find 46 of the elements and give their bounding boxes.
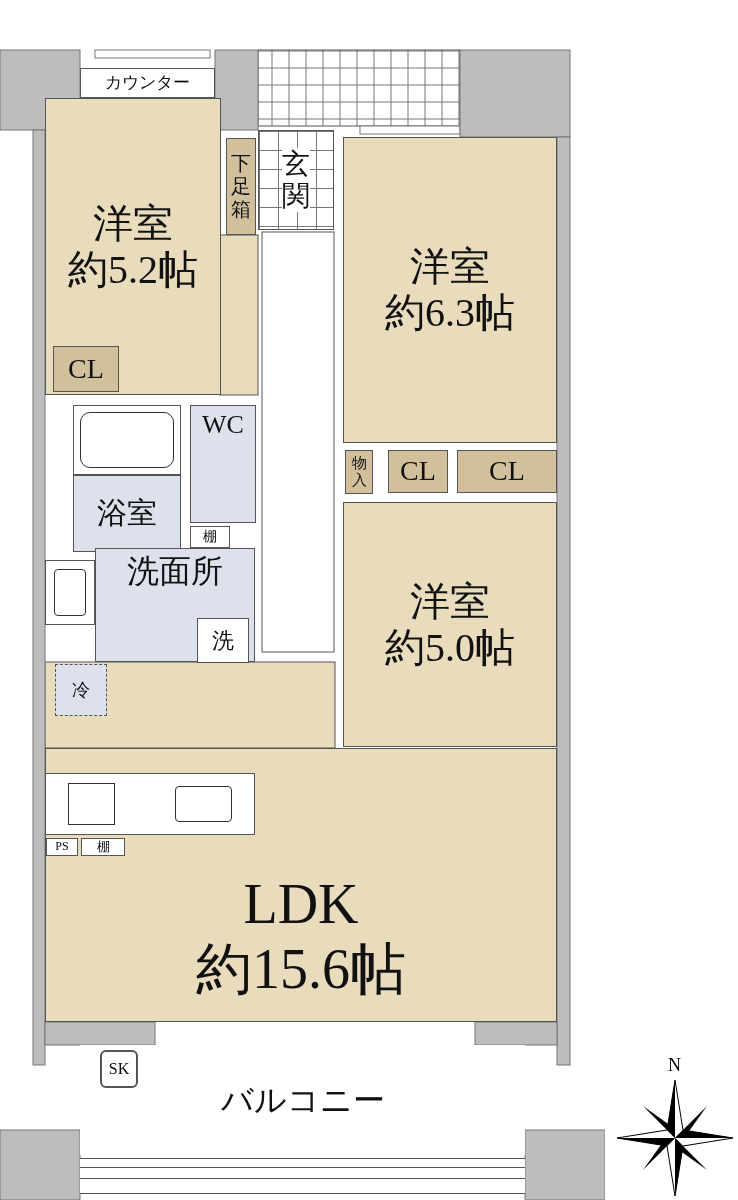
room-label: 物入	[351, 454, 367, 490]
room-label: 洋室	[410, 578, 490, 625]
room-area	[343, 137, 557, 443]
room-label: 洋室	[93, 200, 173, 247]
room-label: 洋室	[410, 244, 490, 290]
fixture-box	[197, 618, 249, 663]
room-label: PS	[55, 840, 69, 854]
fixture-box	[80, 68, 215, 98]
closet-box	[388, 450, 448, 493]
closet-box	[226, 138, 256, 235]
room-label: 玄関	[282, 147, 310, 213]
wet-room-area	[190, 405, 256, 523]
closet-box	[345, 450, 373, 494]
room-label: CL	[68, 352, 104, 386]
fixture-box	[81, 838, 125, 856]
wet-room-area	[73, 475, 181, 552]
room-label: 冷	[72, 679, 90, 701]
closet-box	[457, 450, 557, 493]
room-label: SK	[108, 1059, 130, 1079]
room-label: バルコニー	[220, 1081, 385, 1119]
fixture-box	[190, 526, 230, 548]
room-area	[45, 748, 557, 1022]
room-area	[45, 98, 221, 395]
room-label: 浴室	[97, 496, 157, 531]
appliance-space	[55, 664, 107, 716]
north-label: N	[668, 1056, 681, 1074]
room-label: LDK	[243, 872, 359, 937]
room-label: 下足箱	[231, 152, 251, 221]
room-label: 棚	[203, 528, 217, 546]
sink-box	[100, 1050, 138, 1088]
room-label: 洗	[212, 627, 234, 654]
room-label: 約6.3帖	[385, 290, 515, 336]
tiled-entrance	[258, 130, 334, 230]
room-label: CL	[489, 455, 525, 488]
room-area	[343, 502, 557, 747]
room-label: 約5.2帖	[68, 246, 198, 293]
room-label: 棚	[96, 839, 110, 855]
room-label: CL	[400, 455, 436, 488]
room-label: WC	[202, 410, 244, 440]
room-label: 約5.0帖	[385, 624, 515, 671]
room-label: 約15.6帖	[196, 936, 406, 1001]
room-label: 洗面所	[127, 553, 223, 590]
fixture-box	[46, 838, 78, 856]
wet-room-area	[95, 548, 255, 662]
room-label: カウンター	[105, 73, 190, 93]
closet-box	[53, 346, 119, 392]
